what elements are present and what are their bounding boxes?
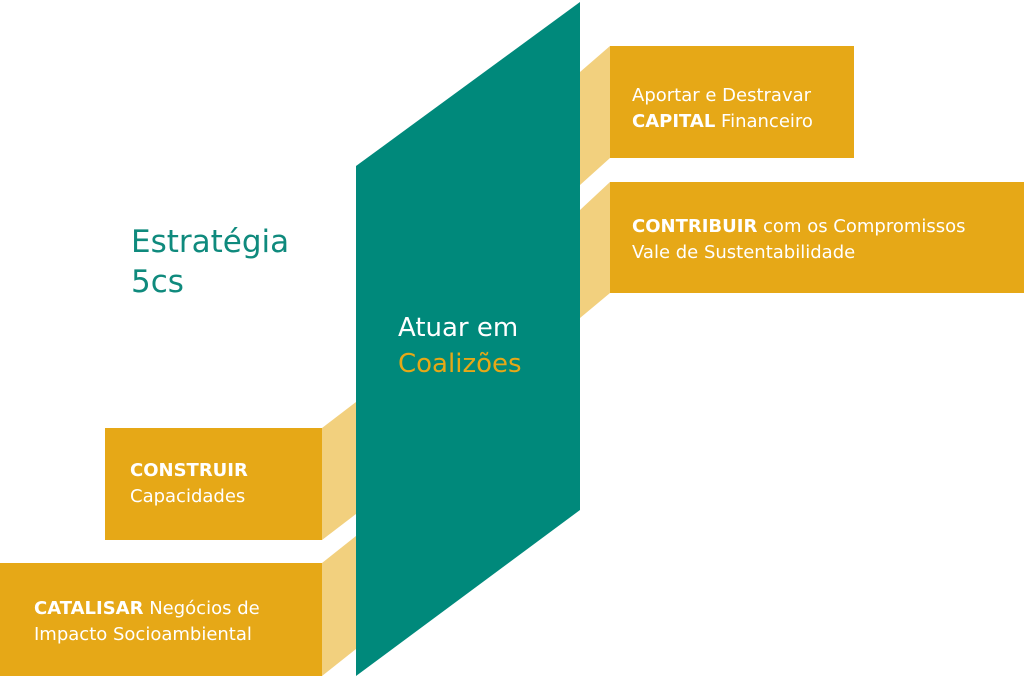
contribuir-bold: CONTRIBUIR (632, 216, 758, 237)
strategy-title-line2: 5cs (131, 264, 184, 300)
construir-text: CONSTRUIR Capacidades (130, 458, 248, 510)
box-catalisar (0, 563, 322, 676)
center-label: Atuar em Coalizões (398, 310, 522, 382)
contribuir-rest: com os Compromissos (757, 216, 966, 237)
strategy-title: Estratégia 5cs (131, 222, 289, 302)
catalisar-rest: Negócios de (143, 598, 260, 619)
strategy-title-line1: Estratégia (131, 224, 290, 260)
capital-line2: CAPITAL Financeiro (632, 109, 813, 135)
connector-contribuir (580, 182, 610, 318)
construir-line2: Capacidades (130, 486, 246, 507)
contribuir-line2: Vale de Sustentabilidade (632, 242, 856, 263)
construir-line1: CONSTRUIR (130, 458, 248, 484)
catalisar-line1: CATALISAR Negócios de (34, 596, 260, 622)
catalisar-bold: CATALISAR (34, 598, 144, 619)
contribuir-text: CONTRIBUIR com os Compromissos Vale de S… (632, 214, 966, 266)
center-label-line1: Atuar em (398, 313, 519, 343)
center-parallelogram (356, 2, 580, 676)
box-construir (105, 428, 322, 540)
contribuir-line1: CONTRIBUIR com os Compromissos (632, 214, 966, 240)
construir-bold: CONSTRUIR (130, 460, 248, 481)
box-contribuir (610, 182, 1024, 293)
capital-line1: Aportar e Destravar (632, 85, 812, 106)
catalisar-text: CATALISAR Negócios de Impacto Socioambie… (34, 596, 260, 648)
capital-bold: CAPITAL (632, 111, 716, 132)
capital-rest: Financeiro (715, 111, 813, 132)
connector-construir (322, 402, 356, 540)
connector-catalisar (322, 536, 356, 676)
capital-text: Aportar e Destravar CAPITAL Financeiro (632, 83, 813, 135)
catalisar-line2: Impacto Socioambiental (34, 624, 252, 645)
center-label-line2: Coalizões (398, 349, 522, 379)
box-capital (610, 46, 854, 158)
connector-capital (580, 46, 610, 185)
